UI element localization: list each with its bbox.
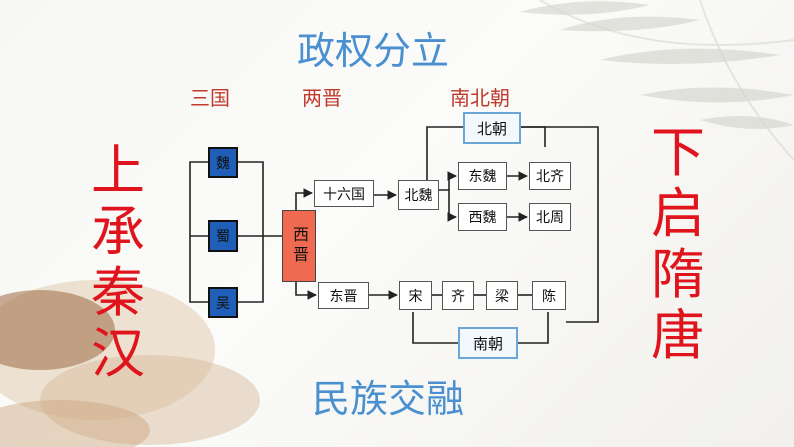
right-char-3: 隋 [651, 243, 705, 306]
node-dongjin: 东晋 [318, 282, 369, 309]
node-wei: 魏 [208, 147, 238, 178]
node-shu: 蜀 [208, 220, 238, 252]
node-song: 宋 [399, 281, 432, 310]
right-char-2: 启 [651, 182, 705, 245]
left-char-3: 秦 [91, 261, 145, 324]
era-sanguo: 三国 [190, 86, 230, 110]
title-top: 政权分立 [297, 29, 450, 73]
title-bottom: 民族交融 [312, 377, 465, 421]
node-beichao: 北朝 [463, 112, 521, 144]
left-vertical-text: 上 承 秦 汉 [88, 140, 148, 384]
node-beizhou: 北周 [529, 203, 571, 231]
right-char-1: 下 [651, 121, 705, 184]
node-xijin: 西晋 [282, 210, 316, 282]
node-xiwei: 西魏 [458, 203, 507, 231]
node-dongwei: 东魏 [458, 162, 507, 190]
node-shiliuguo: 十六国 [314, 180, 374, 207]
left-char-1: 上 [91, 139, 145, 202]
left-char-2: 承 [91, 200, 145, 263]
node-beiqi: 北齐 [529, 162, 571, 190]
node-chen: 陈 [532, 281, 566, 310]
era-nanbeichao: 南北朝 [450, 86, 510, 110]
node-nanchao: 南朝 [458, 327, 518, 359]
right-char-4: 唐 [651, 304, 705, 367]
node-liang: 梁 [486, 281, 518, 310]
left-char-4: 汉 [91, 322, 145, 385]
node-wu: 吴 [208, 287, 238, 318]
node-qi: 齐 [442, 281, 474, 310]
node-beiwei: 北魏 [398, 180, 439, 210]
era-liangjin: 两晋 [302, 86, 342, 110]
right-vertical-text: 下 启 隋 唐 [648, 122, 708, 366]
